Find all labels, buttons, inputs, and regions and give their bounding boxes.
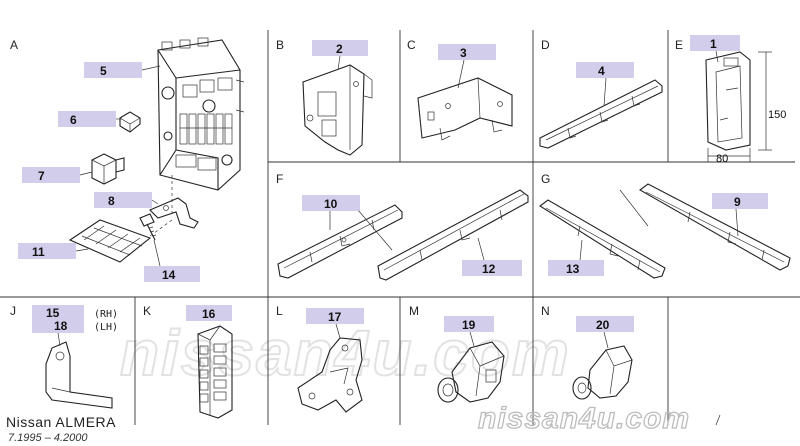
- callout-17-box: [306, 308, 364, 324]
- watermark-small: nissan4u.com: [478, 402, 690, 435]
- production-dates: 7.1995 – 4.2000: [8, 432, 88, 444]
- section-letter-j: J: [10, 304, 16, 318]
- section-letter-f: F: [276, 172, 283, 186]
- callout-11: 11: [32, 245, 45, 259]
- fuse-block-drawing: [157, 37, 245, 191]
- connector-16-drawing: [197, 325, 233, 419]
- fuse-cover-drawing: [68, 219, 152, 263]
- model-name: Nissan ALMERA: [6, 414, 116, 430]
- section-letter-g: G: [541, 172, 550, 186]
- callout-2-box: [312, 40, 368, 56]
- callout-10-box: [302, 195, 360, 211]
- dimension-width: 80: [716, 153, 728, 165]
- callout-1-box: [690, 35, 740, 51]
- callout-14-box: [144, 266, 200, 282]
- callout-16-box: [186, 305, 232, 321]
- callout-18: 18: [54, 319, 68, 333]
- callout-8: 8: [108, 194, 115, 208]
- section-letter-c: C: [407, 38, 416, 52]
- note-lh: (LH): [94, 322, 118, 333]
- callout-14: 14: [162, 268, 176, 282]
- callout-3: 3: [460, 46, 467, 60]
- callout-7-box: [22, 167, 80, 183]
- grommet-20-drawing: [572, 345, 633, 400]
- callout-19-box: [444, 316, 494, 332]
- callout-13-box: [548, 260, 604, 276]
- note-rh: (RH): [94, 309, 118, 320]
- callout-5-box: [84, 62, 142, 78]
- section-letter-a: A: [10, 38, 18, 52]
- callout-19: 19: [462, 318, 476, 332]
- plate-3-drawing: [417, 77, 513, 141]
- callout-9-box: [712, 193, 768, 209]
- callout-4-box: [576, 62, 634, 78]
- callout-8-box: [94, 192, 152, 208]
- watermark-large: nissan4u.com: [120, 317, 571, 389]
- rail-13-drawing: [539, 199, 666, 279]
- section-letter-m: M: [409, 304, 419, 318]
- bracket-15-18-drawing: [45, 341, 113, 409]
- callout-2: 2: [336, 42, 343, 56]
- callout-10: 10: [324, 197, 338, 211]
- corner-mark: [715, 414, 721, 426]
- callout-13: 13: [566, 262, 580, 276]
- callout-17: 17: [328, 310, 342, 324]
- callout-5: 5: [100, 64, 107, 78]
- section-letter-b: B: [276, 38, 284, 52]
- section-letter-d: D: [541, 38, 550, 52]
- callout-6-box: [58, 111, 116, 127]
- section-letter-k: K: [143, 304, 151, 318]
- grommet-19-drawing: [437, 341, 505, 403]
- callout-1: 1: [710, 37, 717, 51]
- callout-20-box: [576, 316, 634, 332]
- relay-drawing: [91, 153, 125, 185]
- panel-grid: [0, 30, 800, 425]
- screw-drawing: [139, 213, 157, 241]
- callout-3-box: [438, 44, 496, 60]
- section-letter-n: N: [541, 304, 550, 318]
- callout-6: 6: [70, 113, 77, 127]
- callout-15-18-box: [32, 305, 84, 333]
- rail-4-drawing: [539, 79, 663, 149]
- callout-20: 20: [596, 318, 610, 332]
- callout-9: 9: [734, 195, 741, 209]
- callout-16: 16: [202, 307, 216, 321]
- callout-15: 15: [46, 306, 60, 320]
- rail-12-drawing: [377, 189, 529, 281]
- bracket-2-drawing: [302, 64, 373, 156]
- label-1-drawing: [705, 51, 772, 162]
- callout-12-box: [462, 260, 522, 276]
- rail-9-drawing: [639, 183, 791, 271]
- section-letter-e: E: [675, 38, 683, 52]
- callout-7: 7: [38, 169, 45, 183]
- bracket-8-drawing: [149, 197, 199, 229]
- dimension-height: 150: [768, 109, 786, 121]
- callout-4: 4: [598, 64, 605, 78]
- callout-12: 12: [482, 262, 496, 276]
- fuse-drawing: [119, 111, 141, 133]
- callout-11-box: [18, 243, 76, 259]
- bracket-17-drawing: [297, 337, 363, 413]
- section-letter-l: L: [276, 304, 283, 318]
- rail-10-drawing: [277, 204, 403, 279]
